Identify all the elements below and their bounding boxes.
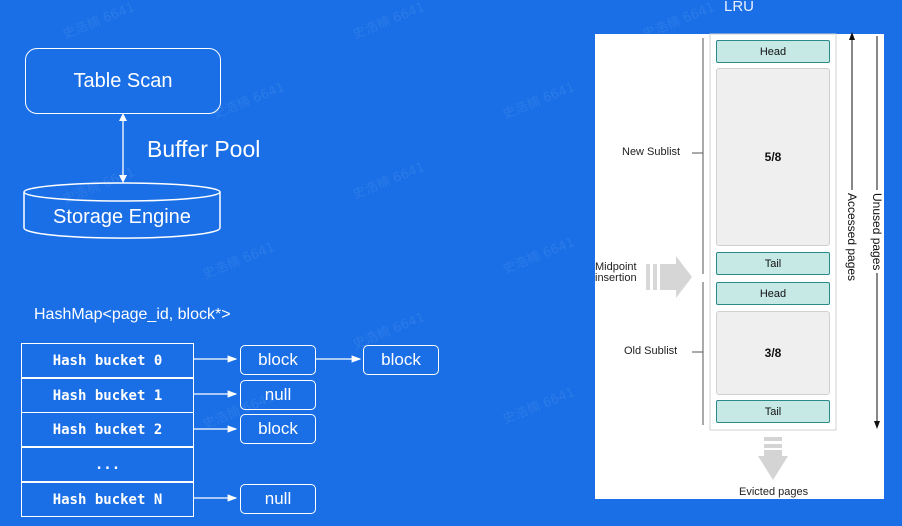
midpoint-line2: insertion	[595, 272, 637, 284]
block-node: block	[240, 345, 316, 375]
old-sublist-tail: Tail	[716, 400, 830, 423]
new-sublist-body: 5/8	[716, 68, 830, 246]
unused-pages-label: Unused pages	[870, 190, 884, 274]
old-fraction-label: 3/8	[764, 346, 782, 360]
midpoint-line1: Midpoint	[595, 261, 637, 273]
hash-bucket-ellipsis: ...	[21, 447, 194, 482]
buffer-pool-arrow	[119, 113, 127, 183]
evicted-pages-label: Evicted pages	[739, 486, 809, 498]
table-scan-label: Table Scan	[73, 69, 173, 92]
hashmap-title: HashMap<page_id, block*>	[34, 306, 231, 323]
new-sublist-head: Head	[716, 40, 830, 63]
hash-bucket-n: Hash bucket N	[21, 482, 194, 517]
lru-title: LRU	[724, 0, 755, 15]
buffer-pool-label: Buffer Pool	[147, 136, 261, 162]
hash-bucket-2: Hash bucket 2	[21, 412, 194, 447]
null-node: null	[240, 380, 316, 410]
old-tail-label: Tail	[764, 405, 782, 418]
new-sublist-tail: Tail	[716, 252, 830, 275]
new-tail-label: Tail	[764, 257, 782, 270]
old-head-label: Head	[759, 287, 787, 300]
new-head-label: Head	[759, 45, 787, 58]
accessed-pages-label: Accessed pages	[845, 190, 859, 285]
storage-engine-cylinder	[23, 182, 221, 239]
old-sublist-body: 3/8	[716, 311, 830, 395]
hash-bucket-0: Hash bucket 0	[21, 343, 194, 378]
midpoint-insertion-label: Midpoint insertion	[595, 262, 637, 284]
new-sublist-label: New Sublist	[622, 146, 681, 158]
block-node: block	[240, 414, 316, 444]
new-fraction-label: 5/8	[764, 150, 782, 164]
storage-engine-label: Storage Engine	[53, 206, 191, 228]
old-sublist-head: Head	[716, 282, 830, 305]
block-node: block	[363, 345, 439, 375]
old-sublist-label: Old Sublist	[624, 345, 678, 357]
null-node: null	[240, 484, 316, 514]
